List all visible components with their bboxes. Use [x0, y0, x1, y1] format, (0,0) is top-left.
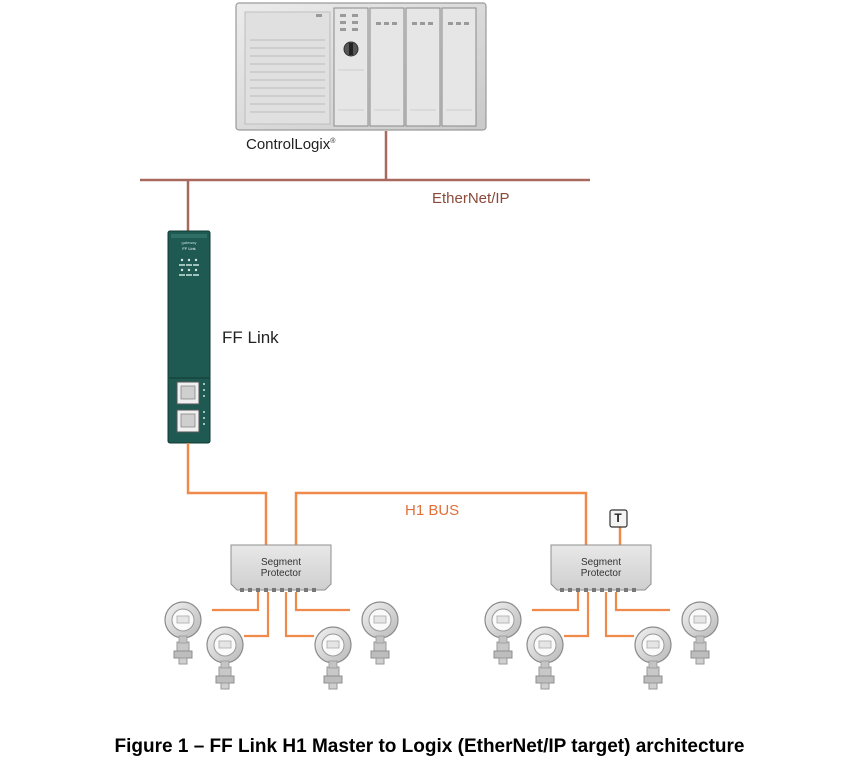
pressure-transmitter-icon — [206, 626, 244, 690]
controllogix-chassis-icon — [235, 2, 487, 131]
transmitter-group-right — [484, 601, 719, 690]
h1-bus-wiring — [186, 443, 622, 545]
pressure-transmitter-icon — [484, 601, 522, 665]
pressure-transmitter-icon — [361, 601, 399, 665]
h1-bus-label: H1 BUS — [405, 502, 460, 519]
segment-protector-1-label: Segment Protector — [260, 557, 302, 579]
ethernet-label: EtherNet/IP — [432, 190, 510, 207]
transmitter-group-left — [164, 601, 399, 690]
segment-protector-2 — [550, 544, 652, 592]
registered-mark: ® — [330, 138, 336, 145]
pressure-transmitter-icon — [164, 601, 202, 665]
figure-caption: Figure 1 – FF Link H1 Master to Logix (E… — [114, 736, 745, 757]
fflink-front-title: FF Link — [182, 246, 195, 251]
pressure-transmitter-icon — [681, 601, 719, 665]
spur-cables — [212, 592, 670, 638]
pressure-transmitter-icon — [634, 626, 672, 690]
segment-protector-1 — [230, 544, 332, 592]
fflink-front-brand: gateway — [182, 240, 197, 245]
controllogix-label-text: ControlLogix — [246, 136, 331, 153]
fflink-gateway-icon: gateway FF Link — [167, 230, 211, 444]
controllogix-label: ControlLogix® — [246, 136, 335, 153]
fflink-label: FF Link — [222, 328, 279, 347]
pressure-transmitter-icon — [314, 626, 352, 690]
segment-protector-2-label: Segment Protector — [580, 557, 622, 579]
pressure-transmitter-icon — [526, 626, 564, 690]
terminator-icon — [609, 509, 628, 528]
ethernet-network — [140, 131, 590, 231]
terminator-label: T — [614, 511, 622, 525]
